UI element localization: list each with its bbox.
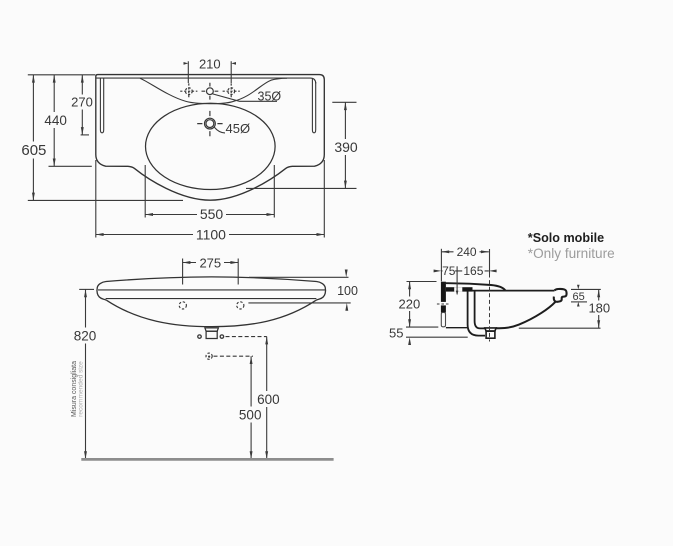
svg-text:440: 440 — [44, 113, 67, 128]
svg-text:605: 605 — [21, 142, 46, 159]
svg-text:*Solo mobile: *Solo mobile — [528, 231, 604, 245]
svg-text:35Ø: 35Ø — [258, 89, 282, 103]
svg-text:*Only furniture: *Only furniture — [528, 246, 615, 261]
svg-text:100: 100 — [337, 284, 358, 298]
svg-text:165: 165 — [463, 264, 483, 278]
svg-text:55: 55 — [389, 326, 403, 341]
svg-text:1100: 1100 — [196, 226, 226, 242]
svg-text:820: 820 — [74, 329, 97, 344]
svg-text:600: 600 — [257, 392, 280, 407]
svg-text:390: 390 — [334, 139, 358, 155]
svg-text:220: 220 — [399, 297, 421, 312]
svg-text:270: 270 — [71, 95, 93, 110]
svg-text:550: 550 — [200, 206, 224, 222]
svg-text:240: 240 — [457, 245, 477, 259]
svg-text:45Ø: 45Ø — [226, 121, 251, 136]
svg-text:75: 75 — [442, 264, 456, 278]
svg-text:65: 65 — [572, 291, 584, 303]
svg-text:275: 275 — [199, 255, 221, 270]
svg-text:180: 180 — [588, 301, 610, 316]
svg-text:recommended size: recommended size — [78, 361, 85, 417]
svg-text:500: 500 — [239, 407, 262, 422]
svg-text:Misura consigliata: Misura consigliata — [71, 361, 78, 417]
svg-text:210: 210 — [199, 57, 221, 72]
